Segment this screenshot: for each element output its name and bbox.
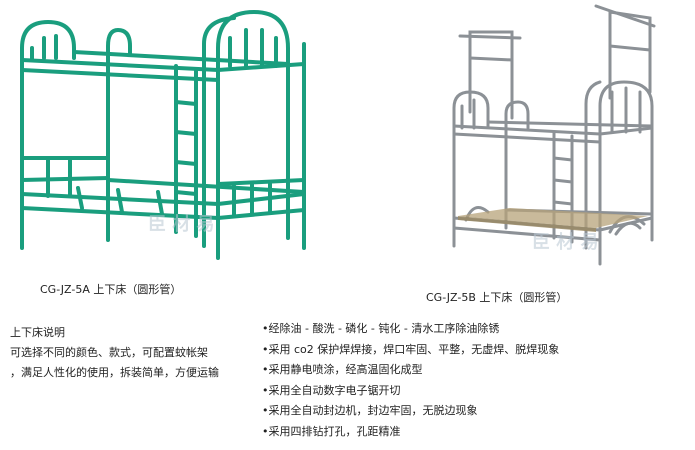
- feature-item: •经除油 - 酸洗 - 磷化 - 钝化 - 清水工序除油除锈: [262, 322, 500, 335]
- product-caption-5a: CG-JZ-5A 上下床（圆形管）: [40, 283, 182, 296]
- feature-item: •采用静电喷涂，经高温固化成型: [262, 363, 423, 376]
- feature-item: •采用全自动封边机，封边牢固，无脱边现象: [262, 404, 478, 417]
- feature-item: •采用 co2 保护焊焊接，焊口牢固、平整，无虚焊、脱焊现象: [262, 342, 560, 356]
- description-line: 可选择不同的颜色、款式，可配置蚊帐架: [10, 346, 208, 359]
- svg-text:臣 材 易: 臣 材 易: [148, 213, 215, 235]
- product-caption-5b: CG-JZ-5B 上下床（圆形管）: [426, 291, 568, 304]
- product-description: 上下床说明 可选择不同的颜色、款式，可配置蚊帐架 ，满足人性化的使用，拆装简单，…: [10, 323, 219, 383]
- feature-item: •采用全自动数字电子锯开切: [262, 383, 401, 397]
- description-line: ，满足人性化的使用，拆装简单，方便运输: [10, 366, 219, 379]
- product-image-bunk-bed-5b: 臣 材 易: [440, 2, 672, 280]
- feature-item: •采用四排钻打孔，孔距精准: [262, 424, 401, 438]
- feature-list: •经除油 - 酸洗 - 磷化 - 钝化 - 清水工序除油除锈 •采用 co2 保…: [262, 319, 559, 442]
- product-image-bunk-bed-5a: 臣 材 易: [8, 8, 320, 270]
- description-title: 上下床说明: [10, 326, 65, 339]
- svg-text:臣 材 易: 臣 材 易: [532, 231, 599, 253]
